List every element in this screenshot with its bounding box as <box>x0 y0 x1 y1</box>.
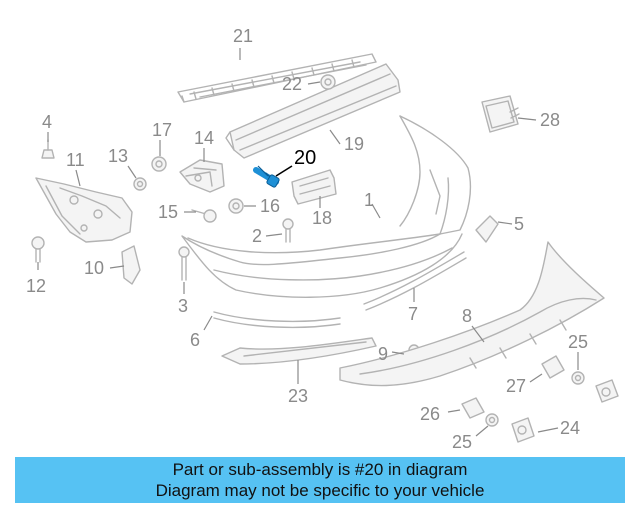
label-17: 17 <box>152 120 172 140</box>
part-2-screw <box>282 218 294 243</box>
label-18: 18 <box>312 208 332 228</box>
label-24: 24 <box>560 418 580 438</box>
label-15: 15 <box>158 202 178 222</box>
label-11: 11 <box>66 150 85 170</box>
info-banner: Part or sub-assembly is #20 in diagram D… <box>15 457 625 503</box>
part-24-sensors <box>511 379 619 443</box>
label-22: 22 <box>282 74 302 94</box>
part-25-grommet-upper <box>571 371 585 385</box>
part-21-bracket <box>177 53 377 103</box>
label-16: 16 <box>260 196 280 216</box>
part-25-grommet-lower <box>485 413 499 427</box>
label-10: 10 <box>84 258 104 278</box>
label-13: 13 <box>108 146 128 166</box>
label-3: 3 <box>178 296 188 316</box>
part-1-bumper-cover <box>181 115 472 298</box>
part-4-pin <box>41 139 55 159</box>
label-1: 1 <box>364 190 374 210</box>
part-14-bracket <box>179 159 225 193</box>
label-8: 8 <box>462 306 472 326</box>
part-12-screw <box>31 236 45 263</box>
leader-lines <box>37 48 579 437</box>
label-20: 20 <box>294 147 316 169</box>
part-11-side-bracket <box>35 177 133 243</box>
part-22-stop <box>320 74 336 90</box>
banner-line-2: Diagram may not be specific to your vehi… <box>155 481 485 500</box>
label-4: 4 <box>42 112 52 132</box>
label-28: 28 <box>540 110 560 130</box>
label-5: 5 <box>514 214 524 234</box>
label-6: 6 <box>190 330 200 350</box>
part-28-module <box>481 95 520 133</box>
label-7: 7 <box>408 304 418 324</box>
part-17-grommet <box>151 156 167 172</box>
part-8-diffuser <box>339 241 605 387</box>
part-3-bolt <box>178 246 190 281</box>
leader-20 <box>275 165 293 177</box>
label-21: 21 <box>233 26 253 46</box>
label-2: 2 <box>252 226 262 246</box>
part-7-strip <box>363 251 467 311</box>
part-5-clip <box>475 215 499 243</box>
part-23-moulding <box>221 337 377 365</box>
label-23: 23 <box>288 386 308 406</box>
label-14: 14 <box>194 128 214 148</box>
label-27: 27 <box>506 376 526 396</box>
part-10-bracket <box>121 245 141 285</box>
part-27-holder <box>541 355 565 379</box>
label-26: 26 <box>420 404 440 424</box>
part-15-bolt <box>191 209 217 223</box>
part-16-washer <box>228 198 244 214</box>
part-13-clip <box>133 177 147 191</box>
label-19: 19 <box>344 134 364 154</box>
label-25-lower: 25 <box>452 432 472 452</box>
part-19-reinforcement <box>225 63 401 159</box>
part-18-bracket <box>291 169 337 205</box>
part-20-bolt <box>253 165 280 188</box>
label-25-upper: 25 <box>568 332 588 352</box>
part-6-strip <box>213 311 341 329</box>
label-12: 12 <box>26 276 46 296</box>
banner-line-1: Part or sub-assembly is #20 in diagram <box>172 460 468 479</box>
label-9: 9 <box>378 344 388 364</box>
part-26-holder <box>461 397 485 419</box>
